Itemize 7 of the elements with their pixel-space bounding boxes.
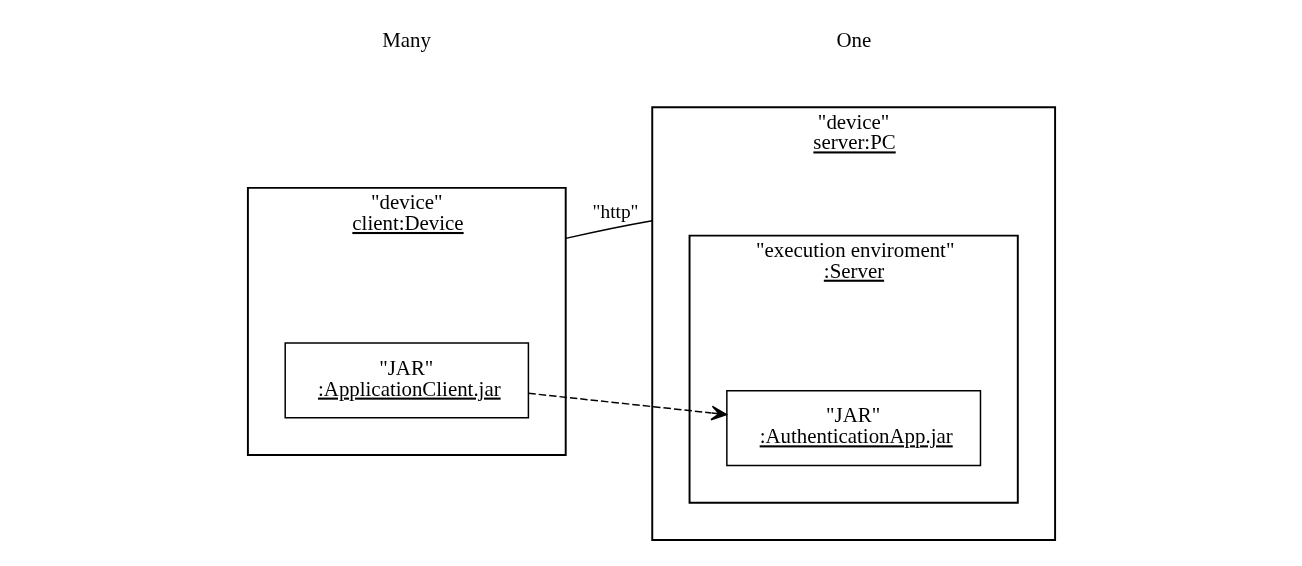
connector [564, 219, 653, 240]
node-box: "JAR" :AuthenticationApp.jar [725, 390, 981, 467]
edge-label: "http" [592, 201, 639, 223]
arrow [527, 392, 727, 421]
node-box: "JAR" :ApplicationClient.jar [283, 342, 529, 419]
label: Many [381, 28, 431, 53]
label: One [836, 28, 871, 53]
